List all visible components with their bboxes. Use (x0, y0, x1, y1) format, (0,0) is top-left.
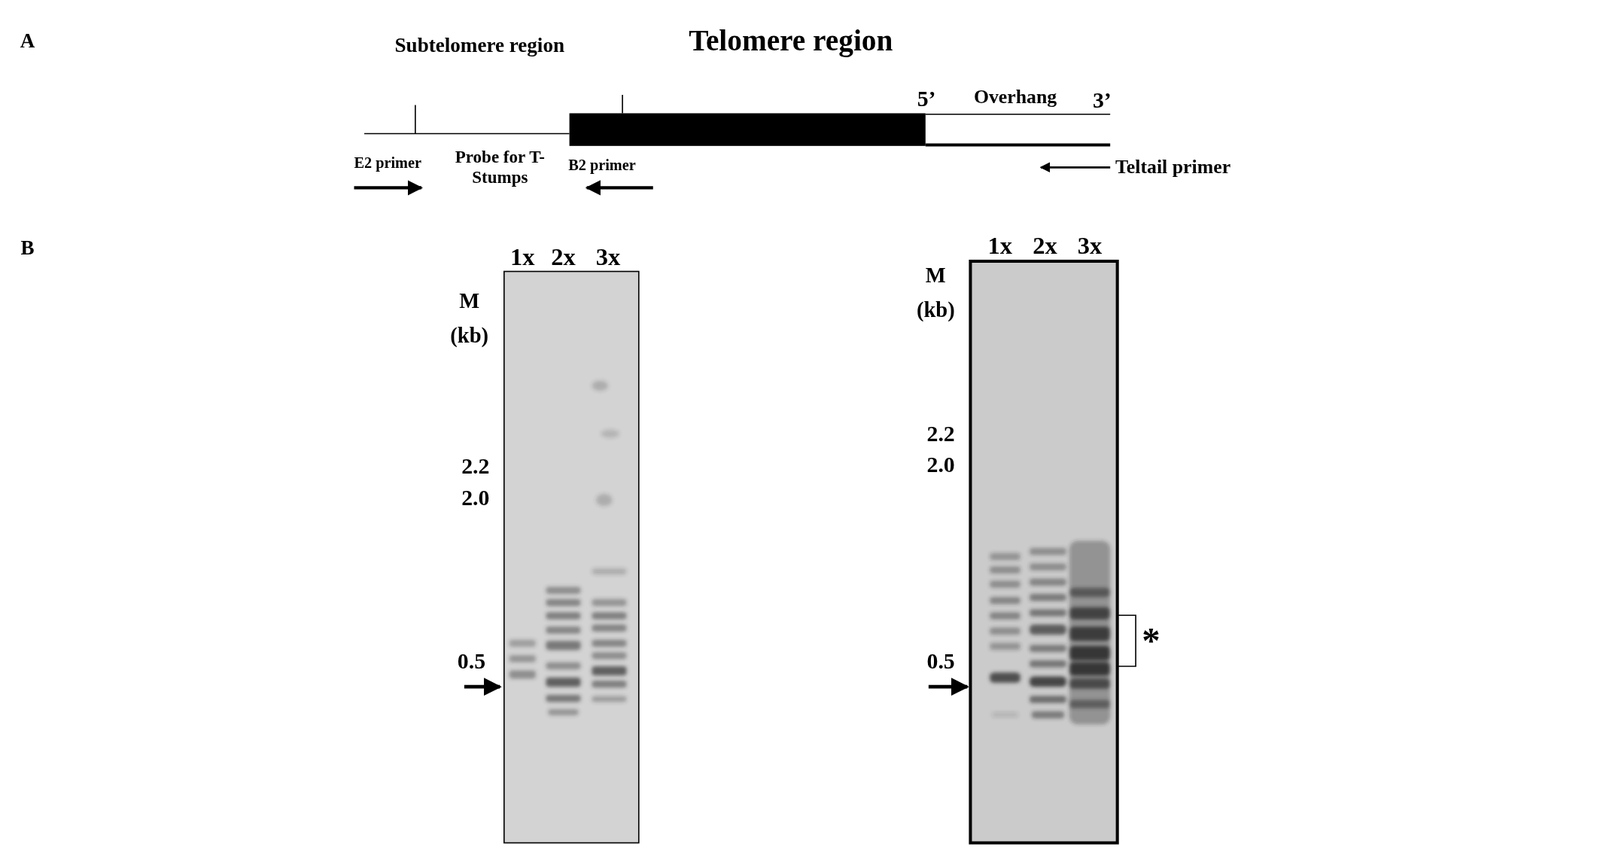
southern-blot-right (970, 261, 1117, 843)
blot-membrane (504, 271, 639, 843)
label-text: 2x (550, 244, 576, 270)
label-text: Teltail primer (1115, 155, 1231, 179)
size-arrow (464, 684, 500, 689)
asterisk-mark: * (1141, 622, 1160, 660)
label-text: 2x (1032, 233, 1058, 259)
overhang-strand (925, 142, 1111, 147)
label-text: E2 primer (353, 154, 422, 172)
blot-membrane (970, 261, 1117, 843)
size-arrow (928, 684, 968, 689)
label-text: M (kb) (912, 258, 959, 327)
label-text: 0.5 (457, 647, 486, 674)
primer-arrow (1040, 166, 1111, 169)
tick-mark (621, 94, 624, 113)
label-text: 2.2 (927, 420, 956, 447)
label-text: B2 primer (568, 156, 636, 174)
primer-arrow (587, 185, 654, 189)
bracket (1117, 614, 1136, 667)
tick-mark (414, 105, 417, 134)
label-text: 3’ (1092, 87, 1112, 113)
label-text: Subtelomere region (395, 33, 566, 58)
label-text: Overhang (973, 85, 1057, 109)
label-text: 1x (510, 244, 536, 270)
telomere-bar (569, 112, 926, 146)
blot-bands (509, 380, 627, 716)
label-text: 1x (988, 233, 1013, 259)
telomere-schematic (353, 94, 1111, 188)
overhang-strand (925, 113, 1111, 116)
label-text: A (20, 29, 36, 53)
label-text: 5’ (917, 85, 937, 112)
label-text: 0.5 (927, 647, 956, 674)
southern-blot-left (504, 271, 639, 843)
label-text: M (kb) (446, 283, 493, 353)
label-text: 2.0 (927, 451, 956, 478)
subtelomere-line (364, 133, 570, 135)
label-text: 2.0 (461, 484, 490, 511)
blot-bands (989, 540, 1111, 724)
label-text: 3x (596, 244, 621, 270)
label-text: B (21, 236, 35, 260)
primer-arrow (353, 185, 421, 189)
label-text: 3x (1077, 233, 1103, 259)
label-text: 2.2 (461, 453, 490, 479)
label-text: Telomere region (688, 24, 893, 58)
label-text: Probe for T-Stumps (453, 146, 548, 189)
